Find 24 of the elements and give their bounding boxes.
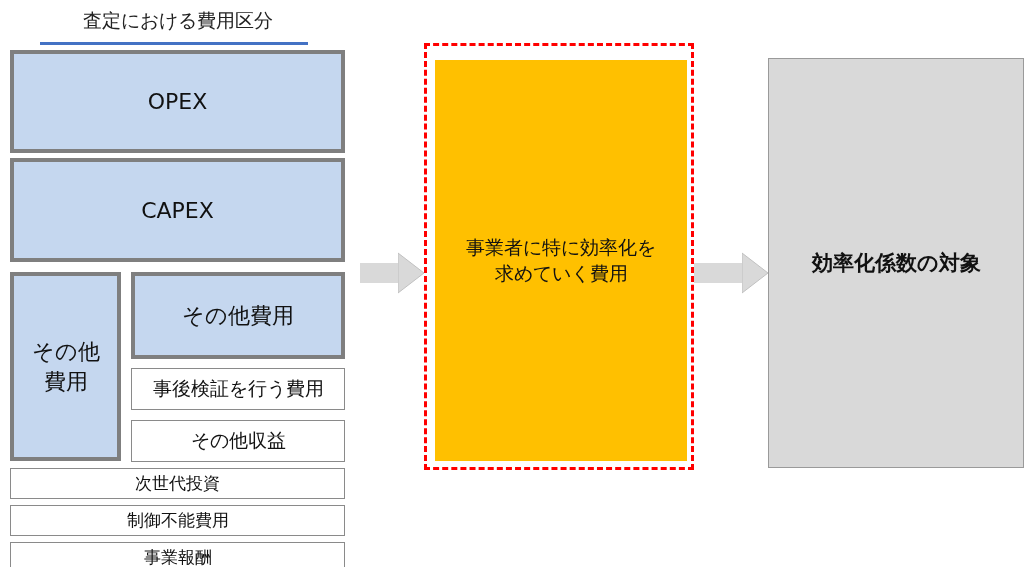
box-label: 事業者に特に効率化を求めていく費用 (465, 234, 657, 286)
box-label: その他費用 (30, 337, 101, 396)
cost-category-box (10, 50, 345, 153)
cost-category-box (10, 272, 121, 461)
box-label: 次世代投資 (135, 472, 220, 495)
box-label: 事業報酬 (143, 545, 212, 567)
box-label: その他費用 (182, 301, 294, 330)
cost-category-box (10, 158, 345, 262)
cost-item-box (10, 542, 345, 567)
box-label: その他収益 (190, 428, 286, 453)
heading: 査定における費用区分 (82, 8, 274, 33)
cost-item-box (10, 505, 345, 536)
box-label: 効率化係数の対象 (811, 250, 981, 277)
box-label: 制御不能費用 (126, 509, 229, 532)
cost-item-box (10, 468, 345, 499)
cost-item-box (131, 420, 345, 462)
box-label: OPEX (147, 89, 208, 114)
box-label: CAPEX (141, 197, 214, 223)
box-label: 事後検証を行う費用 (152, 376, 324, 401)
efficiency-target-box (768, 58, 1024, 468)
cost-category-box (131, 272, 345, 359)
block-arrow (360, 252, 425, 294)
cost-item-box (131, 368, 345, 410)
block-arrow (694, 252, 769, 294)
